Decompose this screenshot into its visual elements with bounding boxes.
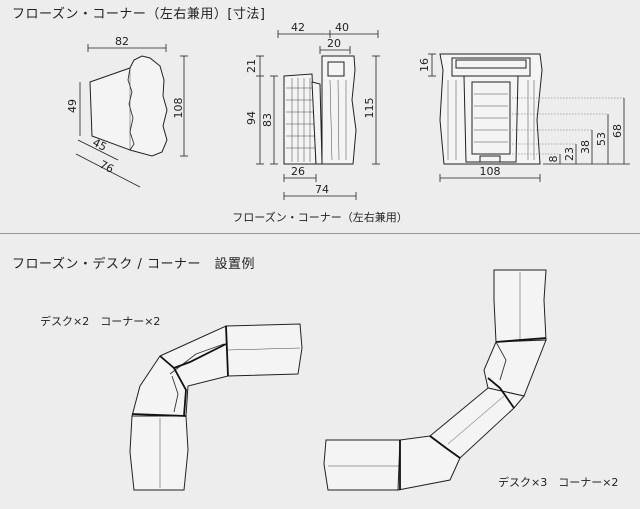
dim-side-bottom-b: 74 [315,183,329,196]
dim-side-left-b: 94 [245,111,258,125]
dim-top-diag2: 76 [97,158,115,176]
corner-top-view: 82 49 108 45 76 [66,35,188,188]
dim-front-h4: 53 [595,132,608,146]
dim-front-h3: 38 [579,140,592,154]
section-divider [0,233,640,234]
corner-front-view: 16 108 8 23 38 53 68 [418,53,630,182]
dim-front-bottom: 108 [480,165,501,178]
dim-side-left-a: 21 [245,59,258,73]
dim-side-top-a: 42 [291,21,305,34]
layout1-label: デスク×2 コーナー×2 [40,315,161,328]
dimensions-section-title: フローズン・コーナー（左右兼用）[寸法] [12,7,266,22]
dim-side-top-b: 40 [335,21,349,34]
dim-front-h1: 8 [547,156,560,163]
layout-example-1 [129,323,303,491]
dim-front-h5: 68 [611,124,624,138]
dim-top-length: 108 [172,98,185,119]
dim-side-right: 115 [363,98,376,119]
dim-top-diag1: 45 [90,136,108,154]
corner-side-view: 42 40 20 21 94 83 115 26 74 [245,21,380,200]
dim-side-top-c: 20 [327,37,341,50]
dimensions-caption: フローズン・コーナー（左右兼用） [232,211,408,224]
dim-front-left: 16 [418,58,431,72]
layout-section-title: フローズン・デスク / コーナー 設置例 [12,257,255,272]
layout2-label: デスク×3 コーナー×2 [498,476,619,489]
dim-side-bottom-a: 26 [291,165,305,178]
dim-top-depth: 49 [66,99,79,113]
dim-front-h2: 23 [563,147,576,161]
layout-example-2 [323,269,547,491]
dim-top-width: 82 [115,35,129,48]
dim-side-left-c: 83 [261,113,274,127]
